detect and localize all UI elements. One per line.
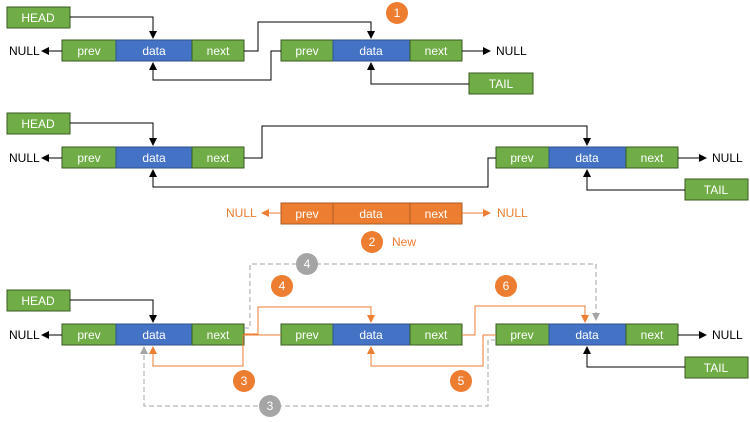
prev-label: prev [77,151,100,165]
node-c: prev data next [495,323,679,346]
data-label: data [142,151,166,165]
step-badge-label: 3 [267,399,274,413]
new-node: prev data next [280,202,463,225]
new-prev-link-arrow-b-to-a [149,334,281,367]
prev-label: prev [510,151,533,165]
tail-label: TAIL [704,361,729,375]
null-left: NULL [9,44,40,58]
next-link-arrow [244,125,591,159]
data-label: data [142,328,166,342]
next-label: next [425,328,448,342]
next-label: next [641,151,664,165]
step-badge-label: 6 [503,279,510,293]
next-label: next [425,44,448,58]
data-label: data [359,44,383,58]
data-label: data [142,44,166,58]
head-arrow [70,16,157,39]
step-badge-label: 2 [369,235,376,249]
step-badge [361,231,383,253]
step-badge [271,275,293,297]
step-badge-label: 1 [394,6,401,20]
node-a: prev data next [61,39,245,62]
prev-label: prev [295,328,318,342]
prev-label: prev [510,328,533,342]
null-left: NULL [9,151,40,165]
step-badge [386,2,408,24]
null-right: NULL [497,206,528,220]
head-label: HEAD [21,294,55,308]
step-badge-label: 3 [241,374,248,388]
old-next-link-arrow [244,263,600,329]
step-badge-grey [296,253,318,275]
head-arrow [70,299,157,323]
null-left: NULL [226,206,257,220]
old-prev-link-arrow [140,339,496,407]
step-badge-grey [259,395,281,417]
tail-arrow [583,346,685,368]
step-badge-label: 4 [304,257,311,271]
node-a: prev data next [61,323,245,346]
new-next-link-arrow-a-to-b [244,306,375,335]
node-b: prev data next [280,39,463,62]
node-a: prev data next [61,146,245,169]
data-label: data [575,151,599,165]
null-left: NULL [9,328,40,342]
data-label: data [359,328,383,342]
next-label: next [207,44,230,58]
next-label: next [207,328,230,342]
prev-label: prev [77,44,100,58]
prev-link-arrow [149,157,496,188]
node-b-inserted: prev data next [280,323,463,346]
next-label: next [425,207,448,221]
node-c: prev data next [495,146,679,169]
tail-label: TAIL [704,183,729,197]
next-link-arrow [244,21,375,52]
next-label: next [641,328,664,342]
data-label: data [359,207,383,221]
prev-label: prev [295,207,318,221]
section-initial-list: HEAD prev data next NULL prev data next … [6,2,534,95]
head-arrow [70,122,157,146]
new-prev-link-arrow-c-to-b [367,334,496,367]
next-label: next [207,151,230,165]
null-right: NULL [712,328,743,342]
head-label: HEAD [21,117,55,131]
section-after-insert: HEAD prev data next NULL prev data next [6,253,749,417]
step-badge [450,370,472,392]
tail-arrow [583,169,685,191]
head-label: HEAD [21,11,55,25]
new-label: New [392,235,416,249]
tail-label: TAIL [489,77,514,91]
step-badge [495,275,517,297]
new-next-link-arrow-b-to-c [462,305,589,336]
prev-label: prev [77,328,100,342]
section-new-node: HEAD prev data next NULL prev data next … [6,112,749,253]
step-badge-label: 4 [279,279,286,293]
tail-arrow [367,62,469,85]
null-right: NULL [712,151,743,165]
prev-link-arrow [149,50,281,81]
prev-label: prev [295,44,318,58]
null-right: NULL [496,44,527,58]
data-label: data [575,328,599,342]
step-badge-label: 5 [458,374,465,388]
step-badge [233,370,255,392]
